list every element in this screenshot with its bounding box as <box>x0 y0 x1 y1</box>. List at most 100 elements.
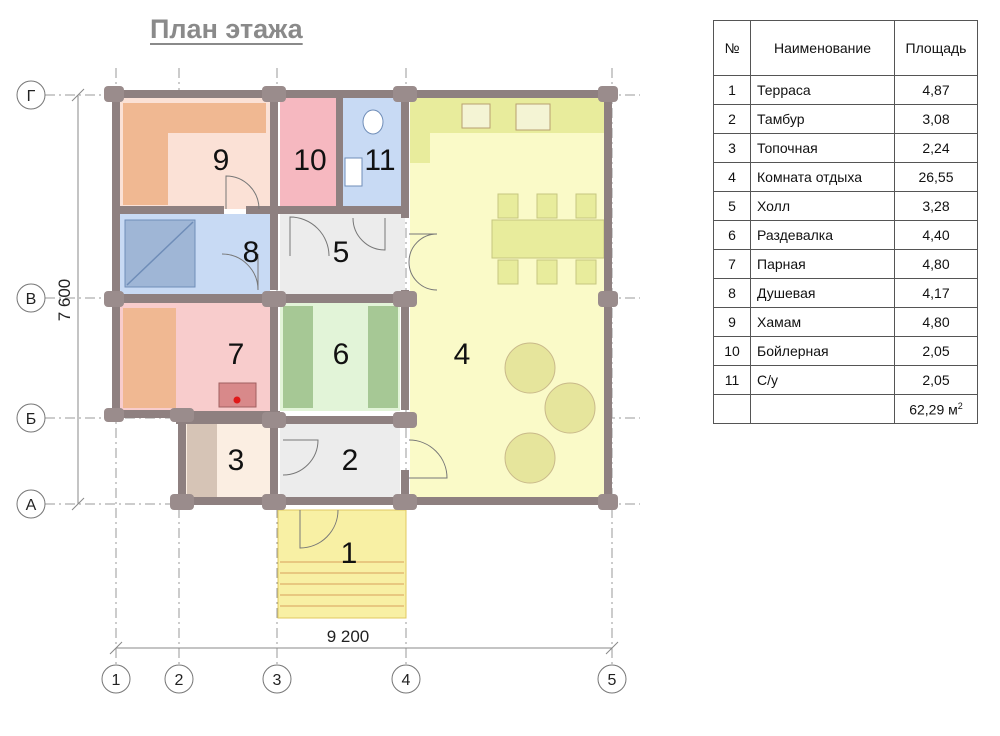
cell-total: 62,29 м2 <box>894 394 978 424</box>
axis-markers: Г В Б А 1 2 3 4 5 <box>16 80 627 694</box>
room-10-boiler <box>280 98 338 208</box>
cell-number: 5 <box>713 191 751 221</box>
room-numbers: 1 2 3 4 5 6 7 8 9 10 11 <box>213 144 471 570</box>
room-number: 8 <box>243 236 260 269</box>
total-value: 62,29 м <box>909 401 958 418</box>
page-title: План этажа <box>150 14 303 44</box>
log-corners <box>104 86 618 510</box>
room-5-hall <box>280 212 405 294</box>
furnace-unit <box>187 424 217 497</box>
axis-col-label: 4 <box>402 672 411 689</box>
cell-number: 8 <box>713 278 751 308</box>
cell-name: Раздевалка <box>750 220 895 250</box>
room-number: 10 <box>293 144 326 177</box>
cell-number: 2 <box>713 104 751 134</box>
room-4-lounge <box>410 98 606 501</box>
stove-marker <box>233 396 241 404</box>
room-number: 4 <box>454 338 471 371</box>
cell-name: Холл <box>750 191 895 221</box>
cell-number: 4 <box>713 162 751 192</box>
wc-sink <box>344 157 363 187</box>
cell-area: 2,05 <box>894 336 978 366</box>
cell-name: Тамбур <box>750 104 895 134</box>
room-number: 6 <box>333 338 350 371</box>
cell-name: Терраса <box>750 75 895 105</box>
header-name: Наименование <box>750 20 895 76</box>
cell-name: Комната отдыха <box>750 162 895 192</box>
dining-chairs <box>497 193 597 285</box>
cell-number: 10 <box>713 336 751 366</box>
cell-empty <box>713 394 751 424</box>
axis-col-label: 2 <box>175 672 184 689</box>
cell-area: 4,87 <box>894 75 978 105</box>
cell-name: Душевая <box>750 278 895 308</box>
sauna-bench <box>123 308 176 408</box>
axis-col-label: 5 <box>608 672 617 689</box>
room-number: 3 <box>228 444 245 477</box>
axis-row-label: Г <box>27 88 36 105</box>
cell-number: 11 <box>713 365 751 395</box>
room-number: 2 <box>342 444 359 477</box>
header-number: № <box>713 20 751 76</box>
kitchen-counter <box>410 98 606 133</box>
table-header-row: № Наименование Площадь <box>713 20 978 76</box>
cell-area: 4,17 <box>894 278 978 308</box>
cell-empty <box>750 394 895 424</box>
floor-plan: 7 600 9 200 Г В Б А 1 2 3 4 5 1 2 3 4 5 … <box>16 68 640 694</box>
kitchen-sink <box>461 103 491 129</box>
cell-area: 4,80 <box>894 307 978 337</box>
room-2-vestibule <box>280 424 400 498</box>
toilet <box>362 109 384 135</box>
dining-table <box>491 219 605 259</box>
changing-bench-left <box>283 306 313 408</box>
dimension-lines <box>71 88 619 655</box>
cell-name: Парная <box>750 249 895 279</box>
room-number: 5 <box>333 236 350 269</box>
hamam-bench-left <box>123 103 168 205</box>
axis-col-label: 1 <box>112 672 121 689</box>
cell-area: 3,08 <box>894 104 978 134</box>
cell-area: 26,55 <box>894 162 978 192</box>
room-number: 1 <box>341 537 358 570</box>
cell-area: 4,40 <box>894 220 978 250</box>
dimension-height: 7 600 <box>55 279 74 322</box>
room-1-terrace <box>277 509 407 619</box>
cell-number: 1 <box>713 75 751 105</box>
cell-name: С/у <box>750 365 895 395</box>
door-swings <box>221 175 448 549</box>
cell-area: 2,24 <box>894 133 978 163</box>
axis-row-label: А <box>26 497 37 514</box>
changing-bench-right <box>368 306 398 408</box>
header-area: Площадь <box>894 20 978 76</box>
cell-number: 3 <box>713 133 751 163</box>
cell-number: 9 <box>713 307 751 337</box>
cell-name: Хамам <box>750 307 895 337</box>
room-number: 7 <box>228 338 245 371</box>
cell-name: Топочная <box>750 133 895 163</box>
room-number: 9 <box>213 144 230 177</box>
table-total-row: 62,29 м2 <box>713 394 978 424</box>
axis-col-label: 3 <box>273 672 282 689</box>
room-number: 11 <box>364 144 395 177</box>
axis-row-label: Б <box>26 411 37 428</box>
dimension-width: 9 200 <box>327 627 370 646</box>
kitchen-hob <box>515 103 551 131</box>
cell-number: 7 <box>713 249 751 279</box>
cell-area: 2,05 <box>894 365 978 395</box>
cell-area: 4,80 <box>894 249 978 279</box>
terrace-steps <box>280 561 404 607</box>
cell-name: Бойлерная <box>750 336 895 366</box>
kitchen-counter-side <box>410 133 430 163</box>
axis-row-label: В <box>26 291 37 308</box>
